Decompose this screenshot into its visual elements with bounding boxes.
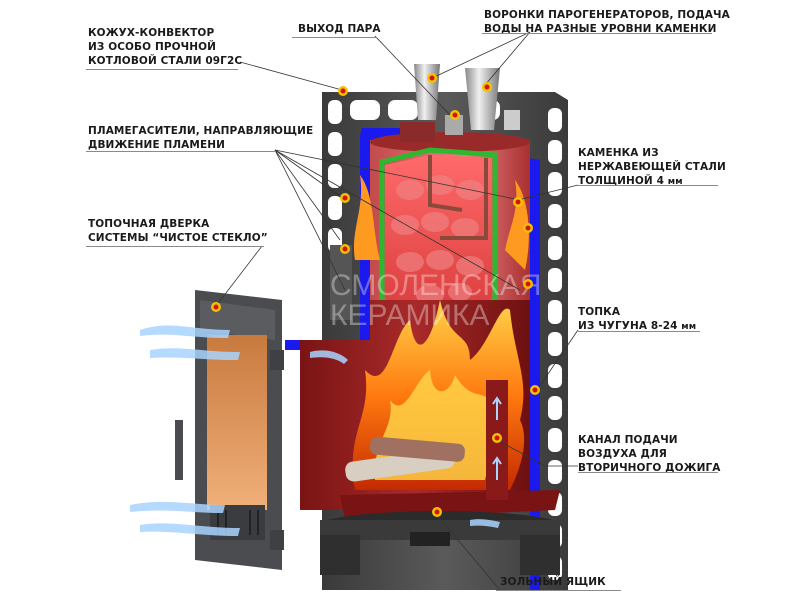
ash-pan xyxy=(320,511,560,575)
callout-secondary-air: КАНАЛ ПОДАЧИ ВОЗДУХА ДЛЯ ВТОРИЧНОГО ДОЖИ… xyxy=(578,434,721,474)
underline xyxy=(292,37,377,38)
marker xyxy=(523,279,533,289)
marker xyxy=(523,223,533,233)
underline xyxy=(578,185,718,186)
underline xyxy=(578,331,700,332)
firewood xyxy=(345,436,465,482)
watermark: СМОЛЕНСКАЯ КЕРАМИКА xyxy=(330,269,542,332)
marker xyxy=(482,82,492,92)
callout-ash-pan: ЗОЛЬНЫЙ ЯЩИК xyxy=(500,576,606,588)
callout-markers xyxy=(211,73,540,517)
callout-casing: КОЖУХ-КОНВЕКТОР ИЗ ОСОБО ПРОЧНОЙ КОТЛОВО… xyxy=(88,27,243,67)
firebox-door xyxy=(175,290,284,570)
underline xyxy=(86,69,238,70)
underline xyxy=(496,590,621,591)
callout-funnels: ВОРОНКИ ПАРОГЕНЕРАТОРОВ, ПОДАЧА ВОДЫ НА … xyxy=(484,9,730,35)
marker xyxy=(450,110,460,120)
svg-text:КЕРАМИКА: КЕРАМИКА xyxy=(330,299,490,332)
underline xyxy=(578,472,718,473)
marker xyxy=(427,73,437,83)
underline xyxy=(86,246,264,247)
marker xyxy=(211,302,221,312)
airflow-arrows xyxy=(130,325,500,536)
callout-steam-outlet: ВЫХОД ПАРА xyxy=(298,23,381,35)
marker xyxy=(338,86,348,96)
svg-text:СМОЛЕНСКАЯ: СМОЛЕНСКАЯ xyxy=(330,269,542,302)
door-handle xyxy=(175,420,183,480)
callout-firebox: ТОПКА ИЗ ЧУГУНА 8-24 мм xyxy=(578,306,697,332)
door-glass xyxy=(207,335,267,510)
marker xyxy=(432,507,442,517)
callout-flame-guides: ПЛАМЕГАСИТЕЛИ, НАПРАВЛЯЮЩИЕ ДВИЖЕНИЕ ПЛА… xyxy=(88,125,314,151)
marker xyxy=(340,244,350,254)
leader-lines xyxy=(215,31,579,591)
callout-door: ТОПОЧНАЯ ДВЕРКА СИСТЕМЫ “ЧИСТОЕ СТЕКЛО” xyxy=(88,218,268,244)
underline xyxy=(86,151,276,152)
marker xyxy=(492,433,502,443)
marker xyxy=(530,385,540,395)
steam-pipes xyxy=(428,155,488,240)
marker xyxy=(340,193,350,203)
underline xyxy=(482,33,712,34)
marker xyxy=(513,197,523,207)
callout-heater: КАМЕНКА ИЗ НЕРЖАВЕЮЩЕЙ СТАЛИ ТОЛЩИНОЙ 4 … xyxy=(578,147,726,187)
